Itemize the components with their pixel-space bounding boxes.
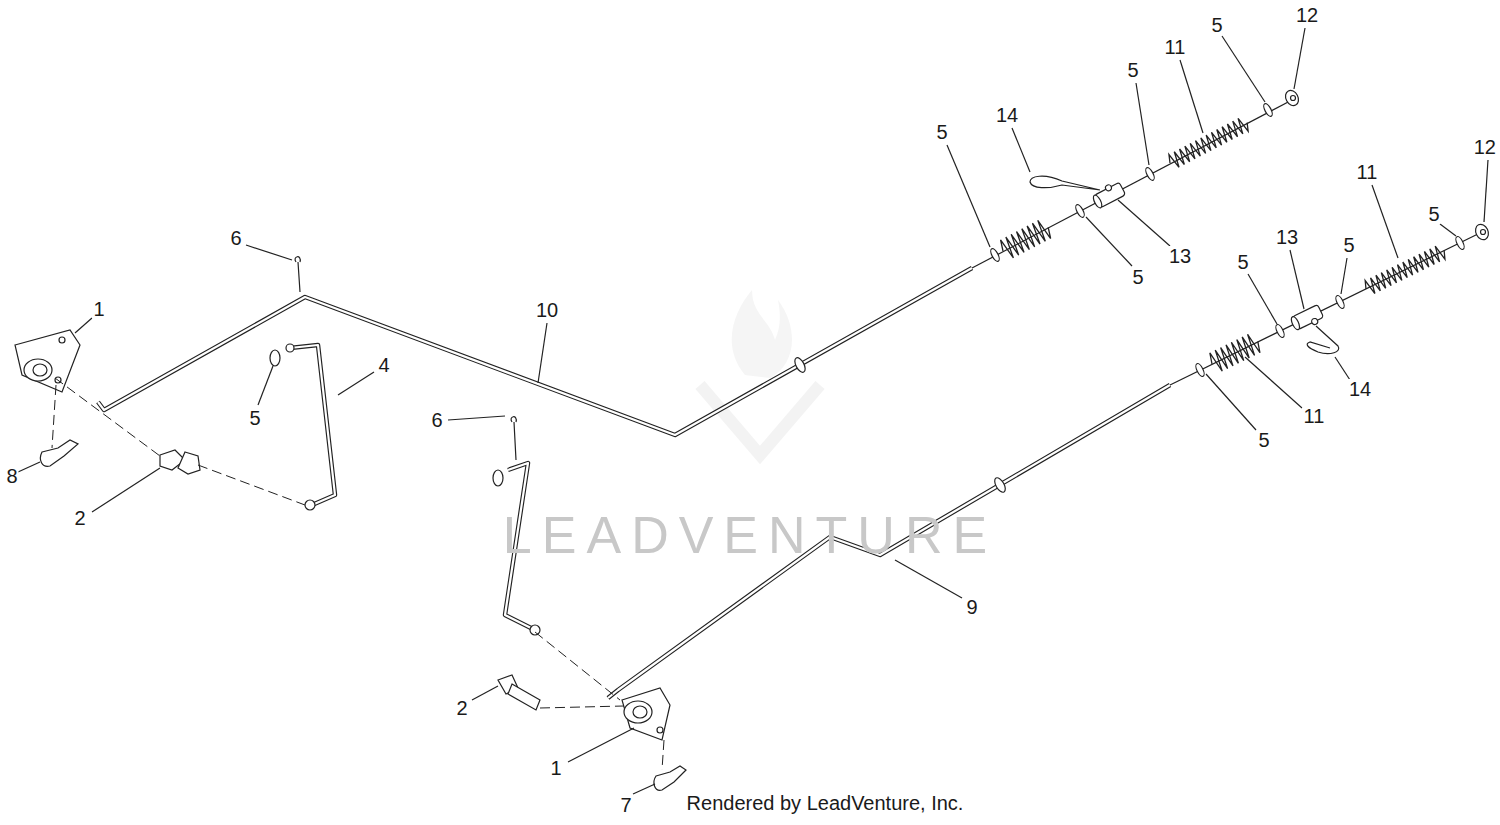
- link-rod: [290, 345, 335, 505]
- callout-number: 5: [1210, 15, 1223, 35]
- callout-number: 12: [1473, 137, 1497, 157]
- trunnion-fitting: [1090, 180, 1125, 209]
- callout-number: 1: [92, 299, 105, 319]
- callout-number: 11: [1356, 162, 1379, 182]
- washer: [1144, 166, 1156, 181]
- washer: [1454, 235, 1466, 250]
- callout-number: 8: [5, 466, 18, 486]
- callout-number: 11: [1164, 37, 1187, 57]
- callout-number: 7: [619, 795, 632, 815]
- washer: [1262, 102, 1274, 117]
- bushing: [24, 359, 52, 381]
- spring-rod: [1170, 232, 1482, 385]
- link-rod-inner: [290, 345, 335, 505]
- hairpin-clip: [1030, 176, 1100, 190]
- watermark-logo: [700, 290, 820, 455]
- render-credit: Rendered by LeadVenture, Inc.: [686, 793, 965, 813]
- callout-number: 5: [1342, 235, 1355, 255]
- pivot-bracket: [15, 330, 80, 392]
- bushing-bore: [33, 364, 47, 376]
- pivot-bracket: [622, 688, 670, 740]
- compression-spring: [1207, 332, 1262, 374]
- callout-number: 14: [1348, 379, 1372, 399]
- rod-sleeve: [793, 356, 808, 374]
- link-eye: [530, 625, 540, 635]
- compression-spring: [998, 218, 1053, 261]
- lock-nut: [1473, 222, 1491, 242]
- compression-spring: [1362, 244, 1447, 297]
- callout-number: 6: [229, 228, 242, 248]
- retaining-clip: [654, 766, 686, 790]
- callout-number: 5: [1427, 204, 1440, 224]
- link-eye: [286, 344, 294, 352]
- callout-number: 13: [1275, 227, 1299, 247]
- link-eye: [305, 500, 315, 510]
- assembly-line: [55, 378, 305, 505]
- washer: [1274, 323, 1286, 338]
- spring-rod: [972, 100, 1292, 268]
- assembly-line: [535, 632, 624, 708]
- bolt-shank: [508, 684, 540, 710]
- upper-rod-inner: [98, 268, 972, 435]
- cotter-pin: [511, 417, 516, 460]
- bolt-head: [178, 452, 200, 474]
- callout-number: 4: [377, 355, 390, 375]
- compression-spring: [1166, 116, 1251, 170]
- callout-number: 12: [1295, 5, 1319, 25]
- washer: [989, 247, 1001, 262]
- callout-number: 13: [1168, 246, 1192, 266]
- callout-number: 2: [73, 508, 86, 528]
- washer: [1194, 362, 1206, 377]
- callout-number: 5: [1126, 60, 1139, 80]
- watermark: LEADVENTURE: [502, 509, 998, 561]
- callout-number: 9: [965, 597, 978, 617]
- hairpin-clip: [1307, 326, 1339, 354]
- callout-number: 6: [430, 410, 443, 430]
- callout-number: 5: [1131, 267, 1144, 287]
- callout-number: 2: [455, 698, 468, 718]
- nut-bore: [1291, 96, 1296, 101]
- callout-number: 5: [935, 122, 948, 142]
- assembly-line: [52, 385, 56, 448]
- rod-sleeve: [993, 476, 1008, 494]
- leader-lines: [18, 28, 1488, 794]
- upper-rod: [98, 268, 972, 435]
- washer: [493, 470, 503, 486]
- callout-number: 10: [535, 300, 559, 320]
- callout-number: 1: [549, 758, 562, 778]
- bushing: [624, 701, 652, 723]
- callout-number: 5: [1257, 430, 1270, 450]
- callout-number: 14: [995, 105, 1019, 125]
- callout-number: 11: [1303, 406, 1326, 426]
- washer: [270, 350, 280, 366]
- cotter-pin: [295, 257, 300, 292]
- bracket-hole: [657, 727, 663, 733]
- nut-bore: [1481, 230, 1486, 235]
- callout-number: 5: [248, 408, 261, 428]
- bushing-bore: [633, 706, 647, 718]
- lock-nut: [1283, 88, 1301, 108]
- retaining-clip: [40, 440, 78, 466]
- callout-number: 5: [1236, 252, 1249, 272]
- assembly-line: [662, 740, 664, 770]
- washer: [1074, 203, 1086, 218]
- bracket-hole: [59, 337, 65, 343]
- washer: [1334, 294, 1346, 309]
